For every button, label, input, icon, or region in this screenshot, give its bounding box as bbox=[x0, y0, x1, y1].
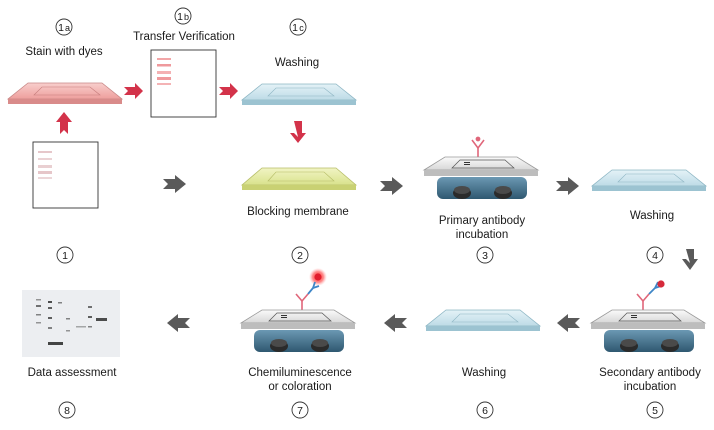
step-8-number: 8 bbox=[64, 405, 70, 417]
detection-antibody-icon bbox=[295, 268, 327, 311]
blocking-tray bbox=[240, 167, 358, 190]
step-6-badge: 6 bbox=[476, 401, 494, 419]
wash-tray-1c bbox=[240, 83, 358, 105]
step-3: Primary antibody incubation 3 bbox=[422, 136, 540, 264]
rocker-shaker-7 bbox=[239, 309, 357, 352]
step-4-number: 4 bbox=[652, 250, 658, 262]
step-7-number: 7 bbox=[297, 405, 303, 417]
step-3-badge: 3 bbox=[476, 246, 494, 264]
red-arrow-1b-to-1c bbox=[219, 83, 238, 99]
step-6-label: Washing bbox=[462, 367, 506, 379]
step-1c-badge: 1 c bbox=[289, 18, 307, 36]
primary-antibody-icon bbox=[471, 136, 485, 158]
step-1a-label: Stain with dyes bbox=[25, 46, 103, 58]
step-2: Blocking membrane 2 bbox=[240, 167, 358, 264]
step-8-badge: 8 bbox=[58, 401, 76, 419]
step-1-badge: 1 bbox=[56, 246, 74, 264]
step-1b-number: 1 bbox=[177, 11, 183, 23]
step-5-number: 5 bbox=[652, 405, 658, 417]
rocker-shaker-3 bbox=[422, 156, 540, 199]
step-1c-number: 1 bbox=[292, 22, 298, 34]
step-1b: 1 b Transfer Verification bbox=[133, 7, 235, 118]
step-8-label: Data assessment bbox=[28, 367, 118, 379]
step-1c: 1 c Washing bbox=[240, 18, 358, 105]
step-6: Washing 6 bbox=[424, 309, 542, 419]
step-4-badge: 4 bbox=[646, 246, 664, 264]
step-3-label-line1: Primary antibody bbox=[439, 215, 526, 227]
step-1a-letter: a bbox=[65, 23, 70, 33]
step-1c-letter: c bbox=[299, 23, 304, 33]
step-5-label-line1: Secondary antibody bbox=[599, 367, 701, 379]
gray-arrow-4-to-5 bbox=[682, 249, 698, 270]
rocker-shaker-5 bbox=[589, 309, 707, 352]
step-1a: 1 a Stain with dyes bbox=[6, 18, 124, 104]
gray-arrow-1-to-2 bbox=[163, 175, 186, 193]
gray-arrow-2-to-3 bbox=[380, 177, 403, 195]
step-7-label-line1: Chemiluminescence bbox=[248, 367, 352, 379]
step-1a-number: 1 bbox=[58, 22, 64, 34]
step-1b-badge: 1 b bbox=[174, 7, 192, 25]
gray-arrow-7-to-8 bbox=[167, 314, 190, 332]
step-1a-badge: 1 a bbox=[55, 18, 73, 36]
step-3-label-line2: incubation bbox=[456, 229, 508, 241]
secondary-antibody-icon bbox=[636, 280, 665, 311]
step-7-badge: 7 bbox=[291, 401, 309, 419]
step-2-number: 2 bbox=[297, 250, 303, 262]
step-4-label: Washing bbox=[630, 210, 674, 222]
step-2-label: Blocking membrane bbox=[247, 206, 349, 218]
gray-arrow-6-to-7 bbox=[384, 314, 407, 332]
gray-arrow-3-to-4 bbox=[556, 177, 579, 195]
wash-tray-4 bbox=[590, 169, 708, 191]
step-5-label-line2: incubation bbox=[624, 381, 676, 393]
gray-arrow-5-to-6 bbox=[557, 314, 580, 332]
step-1b-label: Transfer Verification bbox=[133, 31, 235, 43]
transfer-membrane bbox=[32, 141, 99, 209]
step-4: Washing 4 bbox=[590, 169, 708, 264]
red-arrow-1a-to-1b bbox=[124, 83, 143, 99]
stain-tray bbox=[6, 82, 124, 104]
step-7-label-line2: or coloration bbox=[268, 381, 331, 393]
step-7: Chemiluminescence or coloration 7 bbox=[239, 268, 357, 419]
wash-tray-6 bbox=[424, 309, 542, 331]
step-5-badge: 5 bbox=[646, 401, 664, 419]
step-1: 1 bbox=[32, 141, 99, 264]
step-1c-label: Washing bbox=[275, 57, 319, 69]
step-2-badge: 2 bbox=[291, 246, 309, 264]
step-8: Data assessment 8 bbox=[22, 290, 120, 419]
step-5: Secondary antibody incubation 5 bbox=[589, 280, 707, 419]
step-6-number: 6 bbox=[482, 405, 488, 417]
red-arrow-1c-to-2 bbox=[290, 121, 306, 143]
stained-membrane bbox=[150, 49, 217, 118]
red-arrow-1-to-1a bbox=[56, 112, 72, 134]
step-3-number: 3 bbox=[482, 250, 488, 262]
step-1-number: 1 bbox=[62, 250, 68, 262]
blot-result-image bbox=[22, 290, 120, 357]
step-1b-letter: b bbox=[184, 12, 189, 22]
